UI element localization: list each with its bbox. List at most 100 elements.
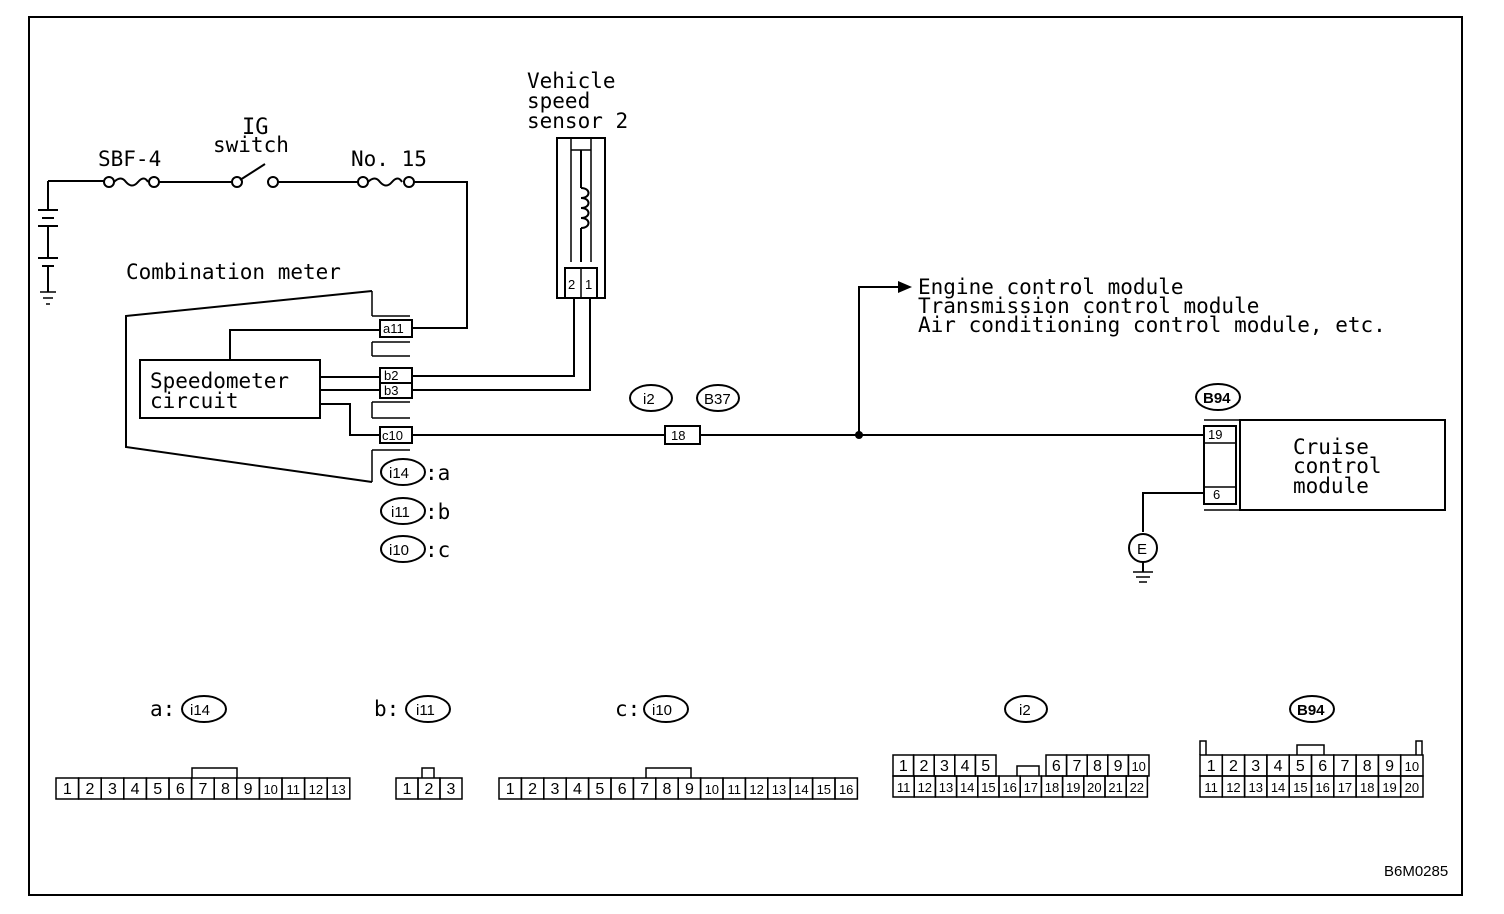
no-15-fuse [357, 176, 415, 188]
cruise-label-line-1: Cruise [1293, 435, 1369, 459]
connector-i2-bottom-pin-16: 16 [998, 775, 1021, 798]
svg-text:2: 2 [425, 781, 434, 798]
svg-text:16: 16 [839, 782, 853, 797]
connector-b94-top-pin-4: 4 [1266, 754, 1290, 777]
connector-c-pin-5: 5 [587, 777, 612, 800]
svg-text:13: 13 [1249, 780, 1263, 795]
svg-text:4: 4 [961, 758, 970, 775]
connector-b94-bottom-pin-13: 13 [1243, 775, 1268, 798]
svg-text:9: 9 [1114, 758, 1123, 775]
vehicle-speed-sensor-2 [556, 137, 606, 299]
connector-i2-bottom-pin-18: 18 [1040, 775, 1064, 798]
connector-b94-bottom-pin-19: 19 [1377, 775, 1402, 798]
svg-text:9: 9 [244, 781, 253, 798]
joint-code-b37: B37 [704, 391, 731, 408]
svg-text:11: 11 [1204, 780, 1218, 795]
connector-b-pin-2: 2 [417, 777, 441, 800]
svg-text:4: 4 [573, 781, 582, 798]
connector-i2-bottom-pin-19: 19 [1061, 775, 1085, 798]
connector-i2-bottom-pin-20: 20 [1083, 775, 1106, 798]
connector-b94-top-pin-8: 8 [1355, 754, 1380, 777]
connector-a-pin-11: 11 [281, 777, 306, 800]
ground-label: E [1137, 541, 1147, 558]
combination-meter-outline [125, 290, 373, 483]
svg-text:16: 16 [1002, 780, 1016, 795]
svg-text:2: 2 [85, 781, 94, 798]
legend-letter-b: :b [425, 500, 450, 524]
connector-b94-top-pin-3: 3 [1243, 754, 1268, 777]
connector-a-pin-5: 5 [145, 777, 170, 800]
sensor-label-line-1: Vehicle [527, 69, 616, 93]
svg-text:8: 8 [221, 781, 230, 798]
svg-text:10: 10 [1131, 759, 1145, 774]
connector-i2-bottom-pin-15: 15 [977, 775, 1000, 798]
connector-c-pin-6: 6 [610, 777, 635, 800]
connector-b-prefix: b: [374, 697, 399, 721]
sensor-pin-1: 1 [585, 277, 592, 292]
svg-text:20: 20 [1087, 780, 1101, 795]
arrow-to-modules [898, 281, 912, 293]
svg-text:5: 5 [595, 781, 604, 798]
connector-c-pin-15: 15 [811, 777, 836, 800]
svg-text:13: 13 [331, 782, 345, 797]
connector-i2-top-pin-4: 4 [954, 754, 977, 777]
connector-c-pin-10: 10 [699, 777, 724, 800]
legend-letter-a: :a [425, 461, 450, 485]
svg-text:3: 3 [940, 758, 949, 775]
module-line-1: Engine control module [918, 275, 1184, 299]
ground-symbol: E [1128, 533, 1158, 583]
connector-i2-top-pin-3: 3 [933, 754, 956, 777]
connector-b94-top-pin-10: 10 [1399, 754, 1424, 777]
terminal-b2: b2 [384, 368, 398, 383]
cruise-control-module-box [1239, 419, 1446, 511]
svg-text:13: 13 [939, 780, 953, 795]
svg-text:3: 3 [108, 781, 117, 798]
connector-i2-bottom-pin-21: 21 [1104, 775, 1127, 798]
connector-a-pin-8: 8 [213, 777, 238, 800]
connector-b94-top-pin-5: 5 [1288, 754, 1313, 777]
svg-text:7: 7 [1072, 758, 1081, 775]
svg-text:8: 8 [663, 781, 672, 798]
svg-text:22: 22 [1130, 780, 1144, 795]
svg-text:9: 9 [1385, 758, 1394, 775]
connector-b94-code: B94 [1297, 702, 1325, 719]
svg-text:12: 12 [918, 780, 932, 795]
legend-letter-c: :c [425, 538, 450, 562]
speedometer-circuit-line-2: circuit [150, 389, 239, 413]
connector-legend: i14 :a i11 :b i10 :c [380, 458, 450, 563]
connector-b-pin-3: 3 [439, 777, 463, 800]
svg-text:5: 5 [981, 758, 990, 775]
svg-text:15: 15 [1293, 780, 1307, 795]
svg-text:1: 1 [63, 781, 72, 798]
svg-text:3: 3 [447, 781, 456, 798]
svg-text:12: 12 [309, 782, 323, 797]
connector-a-pin-2: 2 [77, 777, 102, 800]
connector-c-pin-2: 2 [520, 777, 545, 800]
joint-code-i2: i2 [643, 391, 655, 408]
connector-a-pin-1: 1 [55, 777, 80, 800]
svg-text:20: 20 [1405, 780, 1419, 795]
battery-symbol [38, 181, 58, 305]
combination-meter-label: Combination meter [126, 260, 341, 284]
svg-text:14: 14 [794, 782, 808, 797]
svg-text:7: 7 [640, 781, 649, 798]
svg-text:3: 3 [551, 781, 560, 798]
svg-text:14: 14 [1271, 780, 1285, 795]
legend-code-i11: i11 [391, 504, 410, 521]
connector-a-pin-10: 10 [258, 777, 283, 800]
connector-i2-top-pin-9: 9 [1107, 754, 1130, 777]
svg-text:7: 7 [1340, 758, 1349, 775]
connector-a-pin-13: 13 [326, 777, 351, 800]
sbf-4-fuse [103, 176, 160, 188]
connector-i2-bottom-pin-13: 13 [934, 775, 958, 798]
connector-a-prefix: a: [150, 697, 175, 721]
svg-text:2: 2 [528, 781, 537, 798]
connector-i2-top-pin-8: 8 [1086, 754, 1109, 777]
connector-c-pin-3: 3 [543, 777, 567, 800]
connector-b-code: i11 [416, 702, 435, 719]
connector-i2-bottom-pin-22: 22 [1125, 775, 1149, 798]
svg-text:1: 1 [1207, 758, 1216, 775]
svg-text:1: 1 [403, 781, 412, 798]
